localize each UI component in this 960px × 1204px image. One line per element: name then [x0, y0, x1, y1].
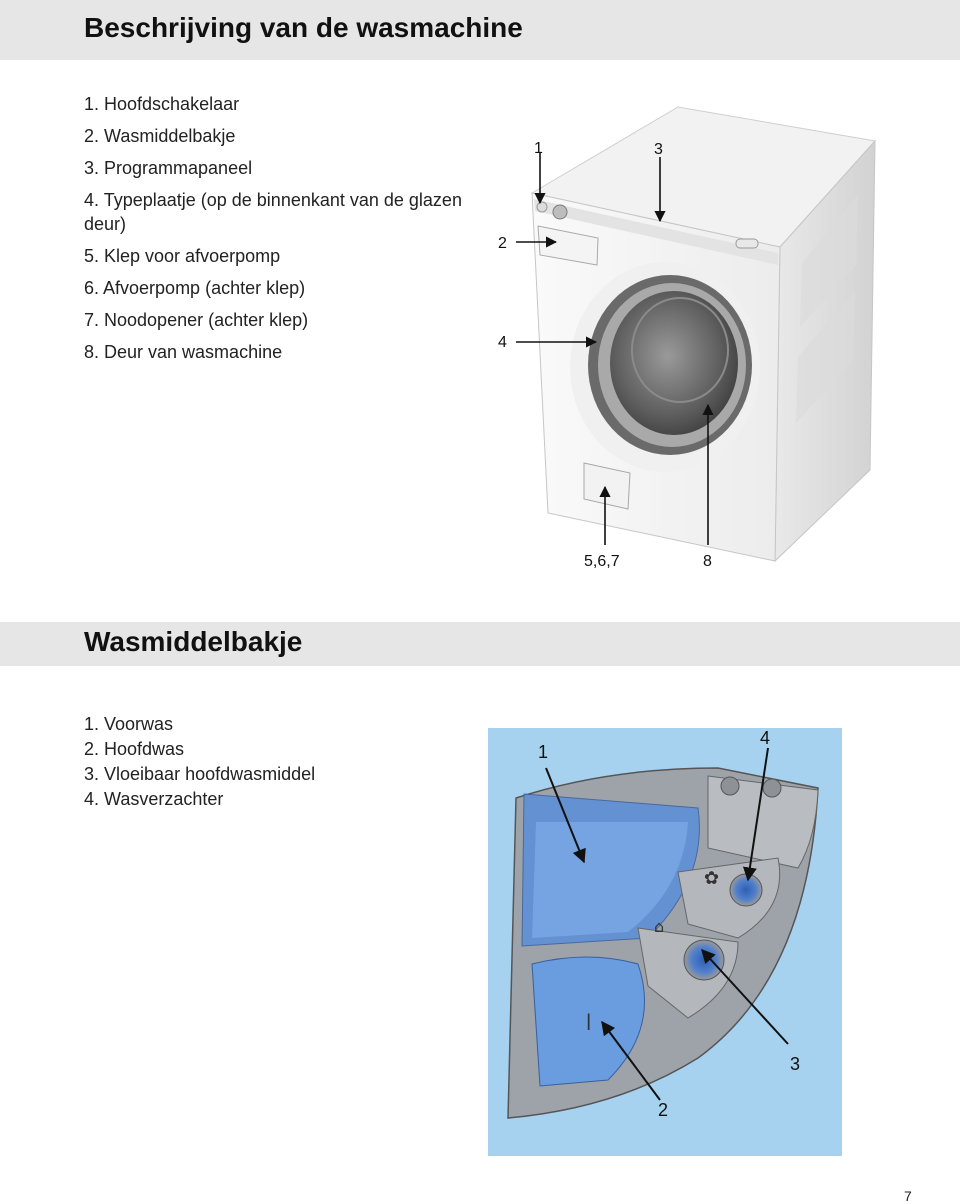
callout-label: 3 [654, 141, 663, 158]
dispenser-compartment-list: 1. Voorwas 2. Hoofdwas 3. Vloeibaar hoof… [84, 712, 464, 812]
list-item: 6. Afvoerpomp (achter klep) [84, 278, 306, 298]
callout-label: 1 [534, 140, 543, 157]
callout-label: 4 [498, 334, 507, 351]
list-item: 8. Deur van wasmachine [84, 342, 283, 362]
list-item: 4. Typeplaatje (op de binnenkant van de … [84, 190, 462, 234]
section-title: Beschrijving van de wasmachine [84, 12, 523, 43]
component-list: 1. Hoofdschakelaar 2. Wasmiddelbakje 3. … [84, 92, 484, 372]
main-wash-icon: ꟾ [586, 1013, 591, 1035]
list-item: 1. Hoofdschakelaar [84, 94, 240, 114]
callout-label: 8 [703, 553, 712, 570]
list-item: 3. Programmapaneel [84, 158, 253, 178]
callout-label: 4 [760, 728, 770, 748]
list-item: 3. Vloeibaar hoofdwasmiddel [84, 764, 316, 784]
section-header-band: Beschrijving van de wasmachine [0, 0, 960, 60]
list-item: 7. Noodopener (achter klep) [84, 310, 309, 330]
callout-label: 2 [498, 235, 507, 252]
callout-label: 1 [538, 742, 548, 762]
list-item: 2. Hoofdwas [84, 739, 185, 759]
callout-label: 2 [658, 1100, 668, 1120]
callout-label: 5,6,7 [584, 553, 620, 570]
callout-label: 3 [790, 1054, 800, 1074]
list-item: 5. Klep voor afvoerpomp [84, 246, 281, 266]
section-header-band: Wasmiddelbakje [0, 622, 960, 666]
detergent-dispenser-illustration: ✿ ⌂ ꟾ 1 4 3 2 [488, 728, 842, 1156]
section-title: Wasmiddelbakje [84, 626, 303, 657]
list-item: 2. Wasmiddelbakje [84, 126, 236, 146]
list-item: 1. Voorwas [84, 714, 174, 734]
page-number: 7 [904, 1188, 912, 1204]
flower-icon: ✿ [704, 868, 719, 889]
liquid-detergent-icon: ⌂ [654, 917, 664, 936]
washing-machine-illustration: 1 3 2 4 5,6,7 8 [498, 106, 876, 570]
list-item: 4. Wasverzachter [84, 789, 224, 809]
